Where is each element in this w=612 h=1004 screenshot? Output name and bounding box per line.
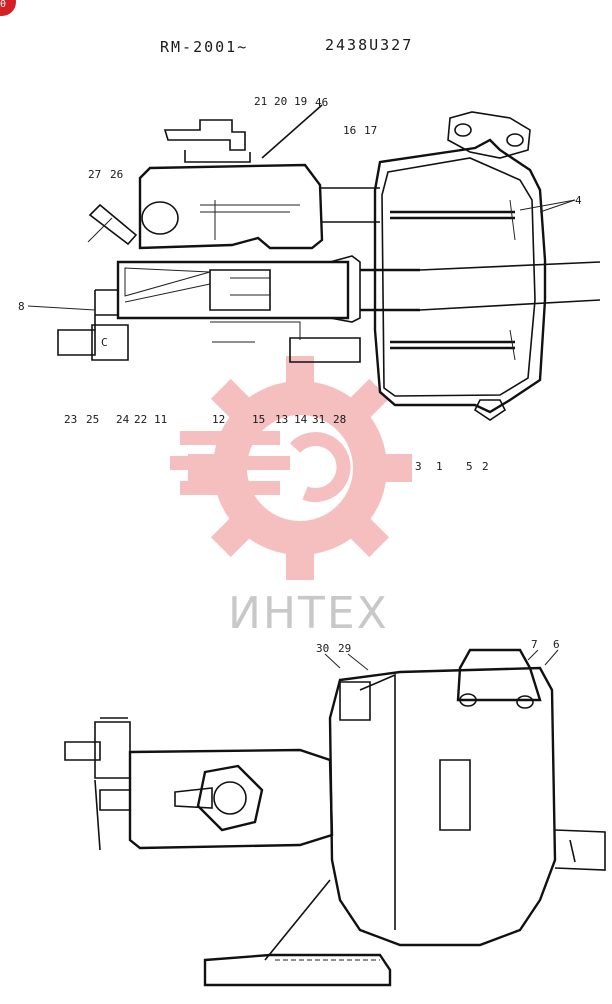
callout-24: 24 [116, 413, 130, 426]
callout-23: 23 [64, 413, 77, 426]
callout-22: 22 [134, 413, 147, 426]
callout-31: 31 [312, 413, 325, 426]
red-circle-icon: 0 [0, 0, 16, 16]
watermark-text: ИНТЕХ [228, 588, 389, 639]
top-section-view: C [57, 111, 601, 421]
callout-25: 25 [86, 413, 99, 426]
callout-27: 27 [88, 168, 101, 181]
callout-7: 7 [531, 638, 538, 651]
callout-1: 1 [436, 460, 443, 473]
bottom-leader-lines [324, 649, 559, 671]
callout-12: 12 [212, 413, 225, 426]
bottom-external-view [64, 648, 606, 987]
callout-29: 29 [338, 642, 351, 655]
callout-26: 26 [110, 168, 123, 181]
callout-28: 28 [333, 413, 346, 426]
callout-20: 20 [274, 95, 287, 108]
label-c: C [101, 336, 108, 349]
callout-13: 13 [275, 413, 288, 426]
callout-4: 4 [575, 194, 582, 207]
top-callouts: 21 20 19 46 16 17 27 26 4 8 23 25 24 22 … [18, 95, 582, 473]
callout-14: 14 [294, 413, 308, 426]
callout-30: 30 [316, 642, 329, 655]
part-number: 2438U327 [325, 36, 413, 54]
callout-16: 16 [343, 124, 356, 137]
gear-wrench-icon [170, 356, 412, 580]
callout-6: 6 [553, 638, 560, 651]
callout-19: 19 [294, 95, 307, 108]
callout-5: 5 [466, 460, 473, 473]
bottom-callouts: 30 29 7 6 [316, 638, 560, 655]
callout-17: 17 [364, 124, 377, 137]
top-leader-lines [27, 104, 576, 311]
callout-15: 15 [252, 413, 265, 426]
callout-8: 8 [18, 300, 25, 313]
callout-2: 2 [482, 460, 489, 473]
model-range: RM-2001~ [160, 38, 248, 56]
svg-text:0: 0 [0, 0, 6, 10]
callout-3: 3 [415, 460, 422, 473]
callout-11: 11 [154, 413, 167, 426]
callout-21: 21 [254, 95, 267, 108]
callout-46: 46 [315, 96, 328, 109]
